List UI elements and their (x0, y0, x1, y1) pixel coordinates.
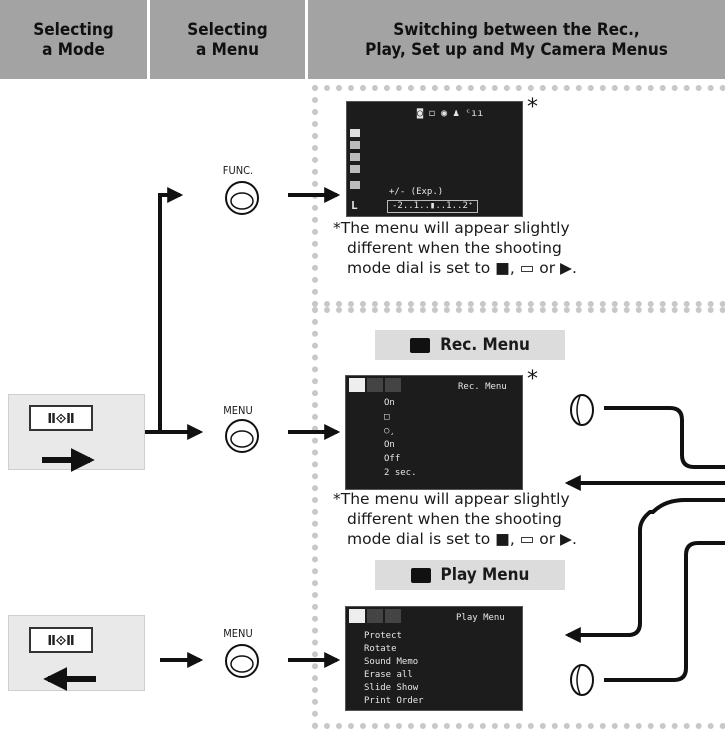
play-menu-item: Slide Show (364, 683, 419, 693)
play-screen-tabs (349, 609, 401, 623)
branch-connector (145, 187, 184, 434)
menu-button-label-play: MENU (223, 627, 253, 640)
func-button-label: FUNC. (222, 164, 254, 177)
rec-screen-title: Rec. Menu (458, 382, 507, 392)
svg-text:Ⅱ⟐Ⅱ: Ⅱ⟐Ⅱ (47, 412, 74, 427)
func-screen-side-icons (350, 129, 360, 189)
dial-switch-top (29, 405, 93, 431)
note-mid: *The menu will appear slightly different… (333, 490, 577, 548)
rec-right-route (604, 406, 725, 469)
rec-menu-item: ○̧ (384, 426, 390, 436)
rec-camera-icon (410, 337, 431, 353)
rec-screen-asterisk: * (527, 367, 538, 392)
func-screen-exp-scale: -2..1..▮..1..2⁺ (387, 200, 479, 213)
rec-screen-tabs (349, 378, 401, 392)
menu-button-label-rec: MENU (223, 404, 253, 417)
play-menu-title: Play Menu (375, 560, 565, 590)
rec-menu-item: Off (384, 454, 401, 464)
menu-button-play[interactable] (225, 644, 259, 678)
svg-text:Ⅱ⟐Ⅱ: Ⅱ⟐Ⅱ (47, 634, 74, 649)
func-screen-exp-label: +/- (Exp.) (389, 187, 444, 197)
menu-region (312, 307, 725, 729)
rec-menu-item: On (384, 440, 395, 450)
func-screen-side-l: L (351, 199, 358, 212)
note-top: *The menu will appear slightly different… (333, 219, 577, 277)
play-screen-title: Play Menu (456, 613, 505, 623)
play-icon (410, 567, 431, 583)
rec-menu-title: Rec. Menu (375, 330, 565, 360)
rec-menu-item: □ (384, 412, 390, 422)
func-menu-screen: ◙ ◻ ◉ ♟ ᶜıı +/- (Exp.) -2..1..▮..1..2⁺ L (346, 101, 523, 217)
dial-switch-bottom (29, 627, 93, 653)
rec-menu-item: 2 sec. (384, 468, 417, 478)
header-switching-menus: Switching between the Rec.,Play, Set up … (308, 0, 725, 79)
cross-route-up (564, 498, 725, 643)
play-menu-item: Protect (364, 631, 402, 641)
play-menu-item: Print Order (364, 696, 424, 706)
func-button[interactable] (225, 181, 259, 215)
rec-menu-item: On (384, 398, 395, 408)
func-screen-asterisk: * (527, 95, 538, 120)
play-right-route (604, 541, 725, 682)
menu-button-rec[interactable] (225, 419, 259, 453)
right-side-button-top[interactable] (570, 394, 594, 426)
play-menu-item: Erase all (364, 670, 413, 680)
play-menu-item: Sound Memo (364, 657, 419, 667)
func-screen-top-icons: ◙ ◻ ◉ ♟ ᶜıı (417, 108, 484, 119)
play-menu-item: Rotate (364, 644, 397, 654)
right-side-button-bottom[interactable] (570, 664, 594, 696)
